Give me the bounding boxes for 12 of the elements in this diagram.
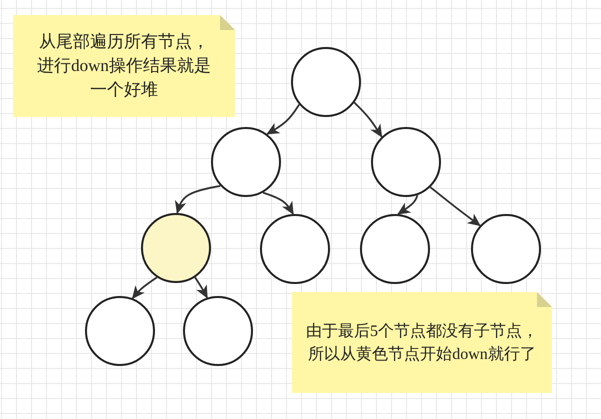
arrow <box>354 102 382 138</box>
arrow <box>262 192 294 214</box>
sticky-note <box>13 15 235 117</box>
arrow <box>194 276 208 298</box>
arrow <box>430 186 481 226</box>
arrow <box>266 104 300 135</box>
arrow <box>132 276 158 299</box>
note-text: 从尾部遍历所有节点，进行down操作结果就是一个好堆 <box>36 31 212 101</box>
note-text: 由于最后5个节点都没有子节点，所以从黄色节点开始down就行了 <box>305 322 539 364</box>
arrow <box>398 194 418 215</box>
sticky-note <box>292 292 552 393</box>
arrow <box>175 184 221 214</box>
